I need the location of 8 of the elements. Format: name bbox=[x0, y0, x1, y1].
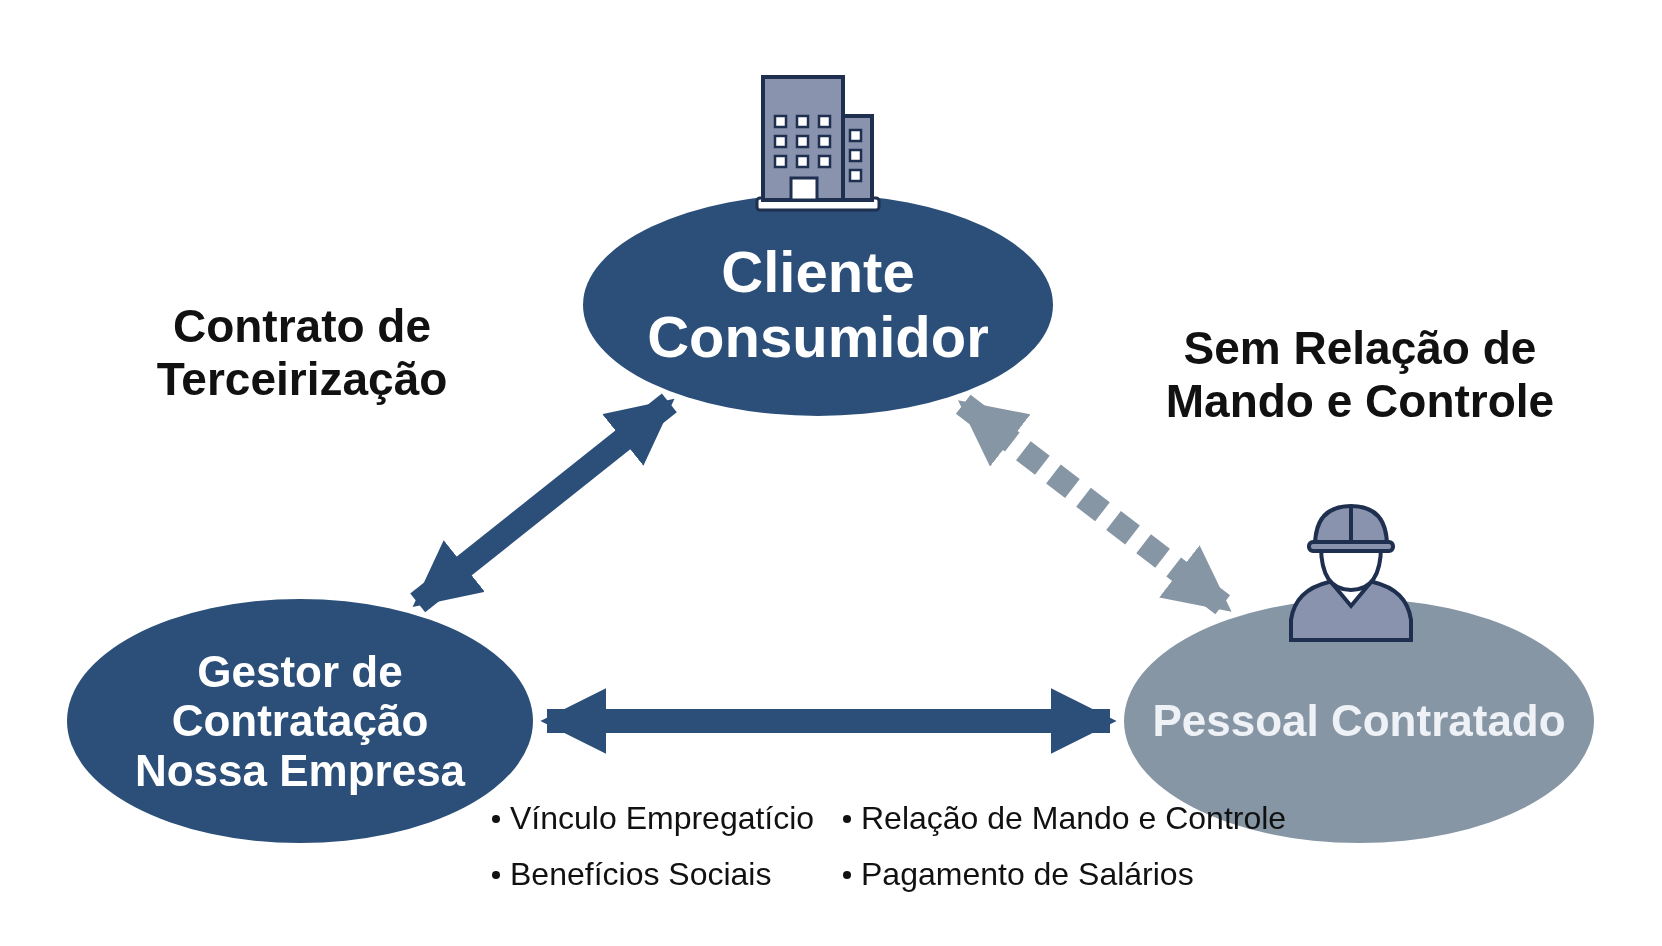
note-text: Contrato de Terceirização bbox=[155, 300, 449, 406]
bullet-text: Benefícios Sociais bbox=[510, 856, 772, 893]
bullet-text: Vínculo Empregatício bbox=[510, 800, 815, 837]
node-label: Cliente Consumidor bbox=[646, 240, 990, 370]
node-label: Pessoal Contratado bbox=[1151, 696, 1567, 746]
node-label: Gestor de Contratação Nossa Empresa bbox=[133, 647, 467, 795]
bullet-text: Pagamento de Salários bbox=[861, 856, 1194, 893]
note-text: Sem Relação de Mando e Controle bbox=[1164, 322, 1556, 428]
